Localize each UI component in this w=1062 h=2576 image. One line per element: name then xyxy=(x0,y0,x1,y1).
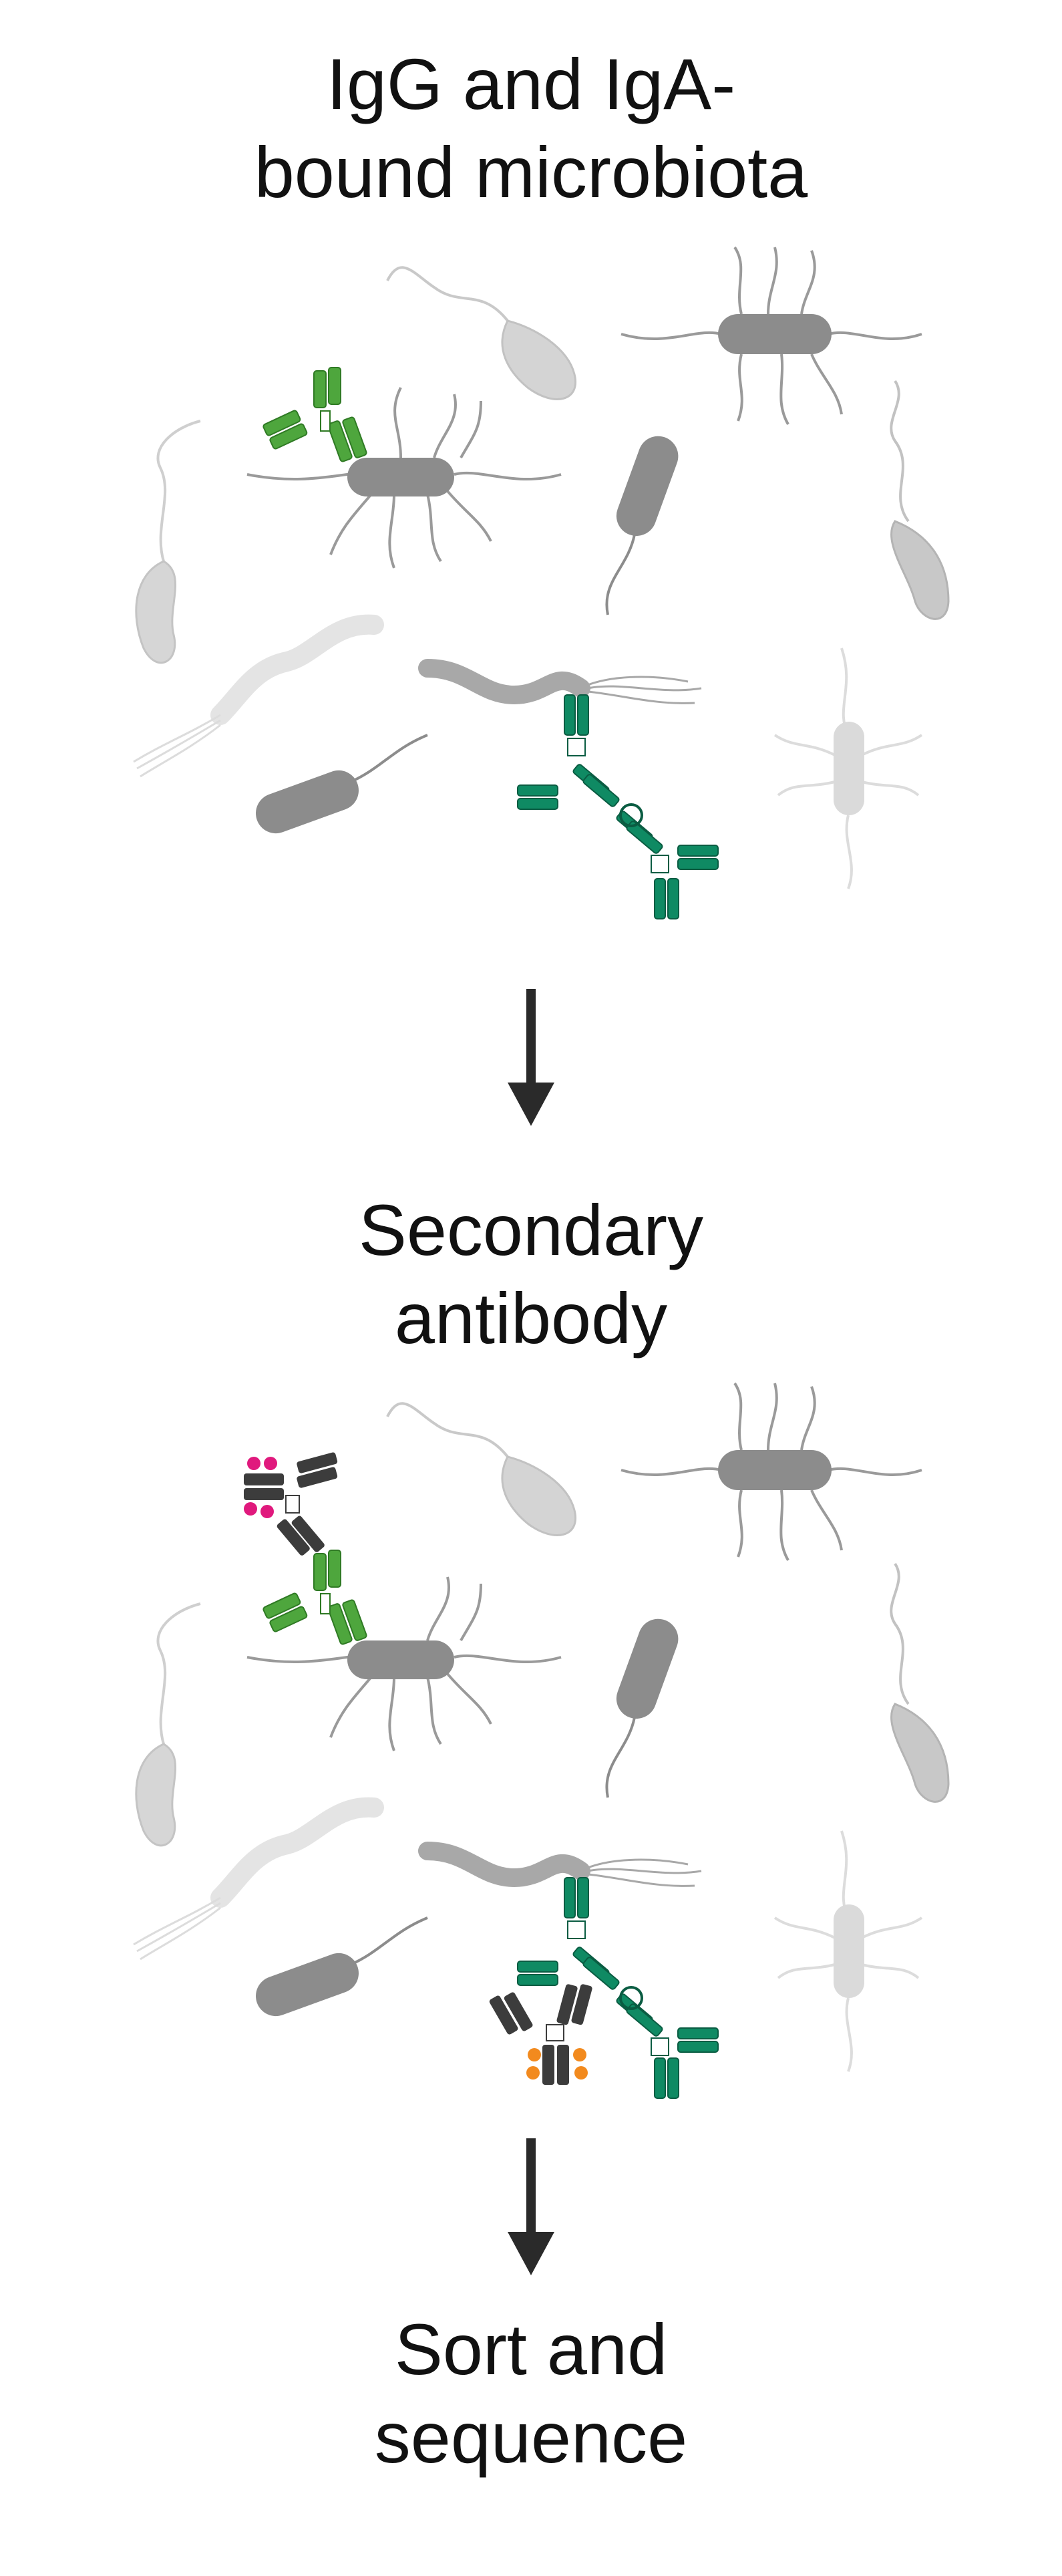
peritrichous-bacterium-icon xyxy=(246,387,562,569)
secondary-antibody-icon xyxy=(489,1984,592,2085)
down-arrow-icon xyxy=(508,989,554,1126)
step-2-title: Secondary antibody xyxy=(0,1186,1062,1363)
peritrichous-bacterium-icon xyxy=(621,246,922,425)
bound-microbiota-scene xyxy=(133,246,950,919)
iga-antibody-icon xyxy=(517,694,719,919)
secondary-antibody-scene xyxy=(133,1382,950,2099)
vibrio-bacterium-icon xyxy=(386,266,576,400)
rod-bacterium-icon xyxy=(834,722,864,815)
step-1-title: IgG and IgA- bound microbiota xyxy=(0,40,1062,217)
fluorophore-icon xyxy=(526,2048,588,2080)
rod-bacterium-icon xyxy=(256,734,428,834)
iga-antibody-icon xyxy=(517,1877,719,2099)
rod-bacterium-icon xyxy=(347,1640,454,1679)
step-2-title-line-2: antibody xyxy=(394,1278,668,1358)
spirochete-icon xyxy=(418,659,702,705)
vibrio-bacterium-icon xyxy=(135,1602,201,1847)
peritrichous-bacterium-icon xyxy=(621,1382,922,1561)
vibrio-bacterium-icon xyxy=(890,1562,950,1803)
down-arrow-icon xyxy=(508,2138,554,2275)
rod-bacterium-icon xyxy=(605,436,679,615)
rod-bacterium-icon xyxy=(718,1450,832,1490)
vibrio-bacterium-icon xyxy=(890,380,950,620)
step-3-title-line-2: sequence xyxy=(374,2397,688,2478)
rod-bacterium-icon xyxy=(256,1916,428,2017)
igg-antibody-icon xyxy=(262,1550,367,1645)
rod-bacterium-icon xyxy=(834,1904,864,1998)
step-2-title-line-1: Secondary xyxy=(358,1189,704,1270)
step-1-title-line-1: IgG and IgA- xyxy=(326,43,736,124)
vibrio-bacterium-icon xyxy=(386,1402,576,1536)
spirochete-icon xyxy=(133,614,384,778)
rod-bacterium-icon xyxy=(718,314,832,354)
step-3-title-line-1: Sort and xyxy=(394,2309,668,2390)
rod-bacterium-icon xyxy=(605,1618,679,1798)
igg-antibody-icon xyxy=(262,367,367,462)
secondary-antibody-icon xyxy=(244,1452,338,1556)
spirochete-icon xyxy=(418,1842,702,1888)
peritrichous-bacterium-icon xyxy=(246,1576,562,1751)
step-1-title-line-2: bound microbiota xyxy=(254,132,808,212)
step-3-title: Sort and sequence xyxy=(0,2305,1062,2482)
fluorophore-icon xyxy=(244,1457,277,1518)
vibrio-bacterium-icon xyxy=(135,420,201,664)
rod-bacterium-icon xyxy=(347,458,454,496)
spirochete-icon xyxy=(133,1797,384,1961)
